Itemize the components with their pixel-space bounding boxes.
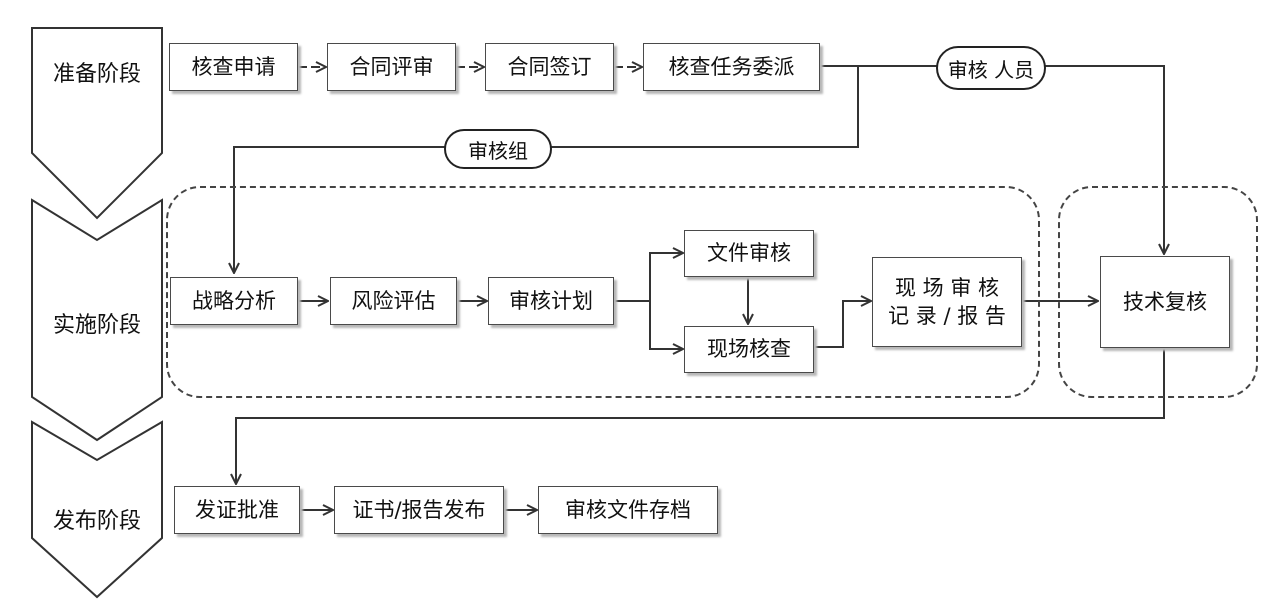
stage-label-prep: 准备阶段: [52, 62, 141, 87]
step-document-review: 文件审核: [684, 230, 814, 277]
step-contract-review: 合同评审: [327, 43, 456, 91]
stage-label-publish: 发布阶段: [52, 509, 141, 534]
stage-label-impl: 实施阶段: [52, 313, 141, 338]
stage-chevron-impl: [31, 198, 163, 442]
step-audit-file-archive: 审核文件存档: [538, 486, 718, 534]
step-strategic-analysis: 战略分析: [170, 277, 298, 325]
impl-group-frame: [166, 186, 1040, 398]
audit-team-pill: 审核组: [444, 129, 552, 169]
step-site-audit-record: 现 场 审 核 记 录 / 报 告: [872, 257, 1022, 347]
arrow-plan-to-doc-review: [649, 253, 683, 301]
record-line-2: 记 录 / 报 告: [888, 304, 1006, 328]
reviewer-personnel-pill: 审核 人员: [936, 46, 1046, 90]
step-certification-approval: 发证批准: [174, 486, 300, 534]
step-verification-apply: 核查申请: [169, 43, 298, 91]
step-contract-sign: 合同签订: [485, 43, 614, 91]
stage-chevron-prep: [31, 27, 163, 220]
step-audit-plan: 审核计划: [488, 277, 614, 325]
step-task-assignment: 核查任务委派: [643, 43, 820, 91]
step-technical-review: 技术复核: [1100, 256, 1230, 348]
stage-chevron-publish: [31, 420, 163, 599]
arrow-plan-to-site-check: [649, 301, 683, 349]
step-site-check: 现场核查: [684, 326, 814, 373]
step-risk-assessment: 风险评估: [330, 277, 457, 325]
arrow-site-check-to-record: [814, 301, 871, 348]
step-certificate-report-release: 证书/报告发布: [334, 486, 504, 534]
record-line-1: 现 场 审 核: [894, 275, 1000, 300]
line-tech-review-to-approval: [236, 348, 1165, 484]
tech-review-group-frame: [1058, 186, 1258, 398]
line-assign-to-tech-review: [820, 65, 1164, 254]
